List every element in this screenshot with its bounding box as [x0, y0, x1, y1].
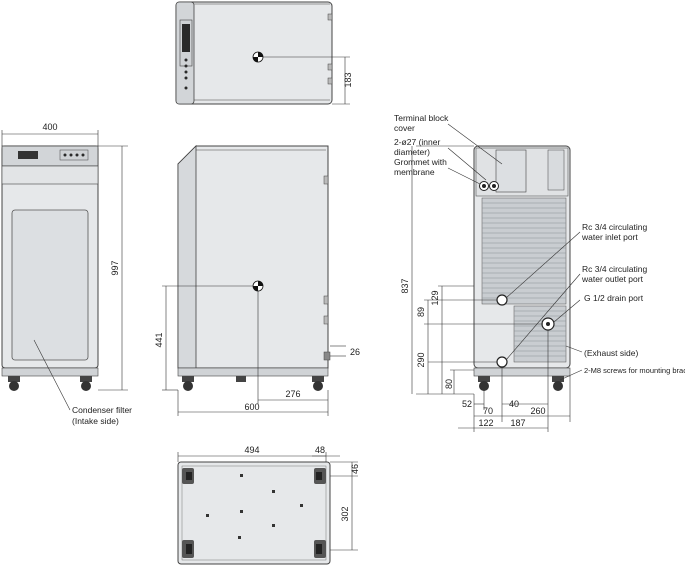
- dim-276: 276: [285, 389, 300, 399]
- dim-129: 129: [430, 290, 440, 305]
- caster-icon: [182, 376, 324, 391]
- dim-52: 52: [462, 399, 472, 409]
- dim-89: 89: [416, 307, 426, 317]
- top-view: 183: [175, 1, 353, 105]
- grommet-label-1: Grommet with: [394, 157, 447, 167]
- inlet-label-2: water inlet port: [581, 232, 638, 242]
- terminal-label-1: Terminal block: [394, 113, 449, 123]
- dim-70: 70: [483, 406, 493, 416]
- condenser-label-1: Condenser filter: [72, 405, 132, 415]
- dim-302: 302: [340, 506, 350, 521]
- screws-label: 2-M8 screws for mounting bracket: [584, 366, 685, 375]
- bottom-view: 494 48 46 302: [177, 445, 360, 565]
- terminal-label-2: cover: [394, 123, 415, 133]
- outlet-label-1: Rc 3/4 circulating: [582, 264, 647, 274]
- dim-600: 600: [244, 402, 259, 412]
- dim-494: 494: [244, 445, 259, 455]
- dim-46: 46: [350, 464, 360, 474]
- inlet-port-icon: [496, 294, 508, 306]
- condenser-label-2: (Intake side): [72, 416, 119, 426]
- dim-441: 441: [154, 332, 164, 347]
- terminal-block-cover: [495, 149, 527, 193]
- dim-837: 837: [400, 278, 410, 293]
- side-view: 441 276 600 26: [154, 145, 360, 416]
- vent-grille: [481, 197, 567, 363]
- holes-label-1: 2-ø27 (inner: [394, 137, 440, 147]
- dim-122: 122: [478, 418, 493, 428]
- dim-187: 187: [510, 418, 525, 428]
- grommet-icon: [479, 181, 499, 191]
- center-of-gravity-icon: [252, 280, 264, 292]
- caster-icon: [8, 376, 92, 391]
- drain-label: G 1/2 drain port: [584, 293, 644, 303]
- dim-260: 260: [530, 406, 545, 416]
- exhaust-label: (Exhaust side): [584, 348, 638, 358]
- caster-icon: [478, 376, 564, 391]
- dim-80: 80: [444, 379, 454, 389]
- caster-icon: [182, 468, 326, 558]
- dim-26: 26: [350, 347, 360, 357]
- dim-183: 183: [343, 72, 353, 87]
- outlet-port-icon: [496, 356, 508, 368]
- dim-400: 400: [42, 122, 57, 132]
- dim-997: 997: [110, 260, 120, 275]
- inlet-label-1: Rc 3/4 circulating: [582, 222, 647, 232]
- dim-48: 48: [315, 445, 325, 455]
- center-of-gravity-icon: [252, 51, 264, 63]
- outlet-label-2: water outlet port: [581, 274, 644, 284]
- dim-40: 40: [509, 399, 519, 409]
- front-view: 400 997 Condenser filter (Intake side): [1, 122, 132, 426]
- rear-view: Terminal block cover 2-ø27 (inner diamet…: [394, 113, 685, 432]
- display-icon: [182, 24, 190, 52]
- dim-290: 290: [416, 352, 426, 367]
- grommet-label-2: membrane: [394, 167, 435, 177]
